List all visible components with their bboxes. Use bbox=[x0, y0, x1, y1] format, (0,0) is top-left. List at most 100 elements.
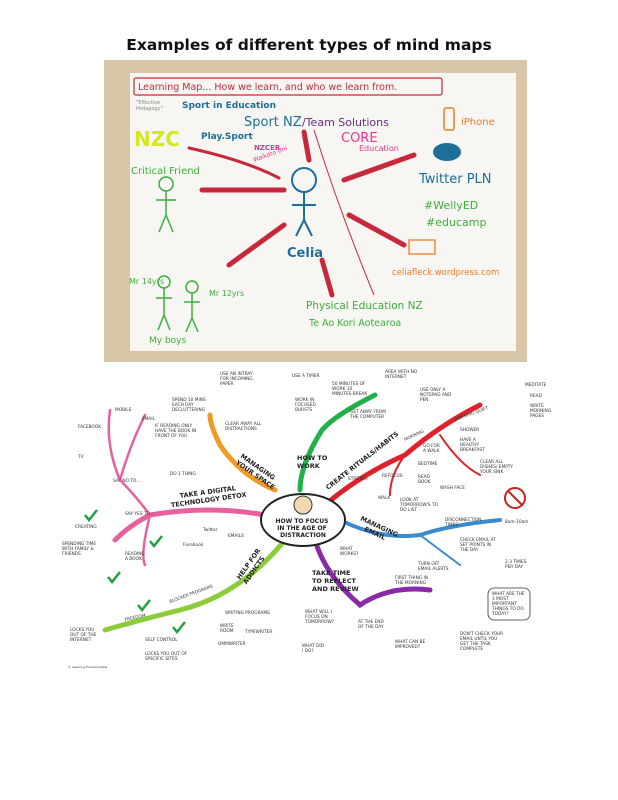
celia-figure-icon bbox=[291, 167, 317, 237]
friend-figure-icon bbox=[156, 176, 176, 233]
core-education: Education bbox=[359, 144, 399, 153]
svg-text:OMMWRITER: OMMWRITER bbox=[218, 641, 246, 647]
branches bbox=[102, 392, 502, 633]
svg-text:READ: READ bbox=[530, 393, 543, 399]
educamp: #educamp bbox=[426, 216, 486, 229]
svg-text:WASH FACE: WASH FACE bbox=[440, 485, 465, 491]
my-boys: My boys bbox=[149, 336, 186, 346]
twitter-pln: Twitter PLN bbox=[418, 172, 492, 187]
arrows bbox=[187, 129, 417, 298]
boys-figures-icon bbox=[156, 275, 200, 333]
svg-text:8am-10am: 8am-10am bbox=[505, 519, 528, 525]
mr-14: Mr 14yrs bbox=[129, 277, 164, 286]
map-heading: Learning Map... How we learn, and who we… bbox=[138, 82, 397, 93]
heading-box bbox=[133, 77, 443, 96]
svg-text:TV: TV bbox=[77, 454, 84, 460]
center-bubble bbox=[260, 493, 346, 547]
learning-map-photo: Learning Map... How we learn, and who we… bbox=[104, 60, 527, 362]
svg-text:WALK: WALK bbox=[378, 495, 390, 501]
nzcer: NZCER bbox=[254, 144, 281, 152]
svg-text:FREEDOM: FREEDOM bbox=[124, 613, 146, 623]
speech-bubble bbox=[487, 587, 531, 621]
no-computer-icon bbox=[504, 487, 526, 509]
svg-text:USE A TIMER: USE A TIMER bbox=[292, 373, 320, 379]
svg-text:EMAIL: EMAIL bbox=[142, 416, 156, 422]
svg-text:GO FORA WALK: GO FORA WALK bbox=[423, 443, 440, 454]
svg-text:SHOWER: SHOWER bbox=[460, 427, 479, 433]
core: CORE bbox=[341, 131, 378, 146]
svg-text:EMAILS: EMAILS bbox=[228, 533, 244, 539]
svg-text:MOBILE: MOBILE bbox=[115, 407, 132, 413]
svg-text:© Learning Fundamentals: © Learning Fundamentals bbox=[68, 665, 108, 669]
physical-education-nz: Physical Education NZ bbox=[306, 300, 423, 312]
svg-text:STRETCH: STRETCH bbox=[348, 476, 368, 482]
paper-sheet bbox=[130, 73, 516, 351]
welly-ed: #WellyED bbox=[424, 199, 478, 212]
center-node: Celia bbox=[287, 246, 323, 261]
stressed-person-icon bbox=[293, 495, 313, 515]
svg-text:SAY YES TO...: SAY YES TO... bbox=[125, 511, 154, 517]
checkmark-icons bbox=[84, 509, 186, 635]
svg-text:SAY NO TO...: SAY NO TO... bbox=[113, 478, 140, 484]
mr-12: Mr 12yrs bbox=[209, 289, 244, 298]
svg-text:TYPEWRITER: TYPEWRITER bbox=[244, 629, 272, 635]
center-text: HOW TO FOCUS IN THE AGE OF DISTRACTION bbox=[275, 518, 330, 539]
phone-icon bbox=[443, 107, 455, 131]
svg-text:FACEBOOK: FACEBOOK bbox=[78, 424, 101, 430]
svg-text:Facebook: Facebook bbox=[183, 542, 204, 548]
team-solutions: /Team Solutions bbox=[302, 116, 389, 129]
svg-text:SELF CONTROL: SELF CONTROL bbox=[145, 637, 178, 643]
svg-text:DO 1 THING: DO 1 THING bbox=[170, 471, 196, 477]
nzc: NZC bbox=[134, 127, 180, 151]
svg-text:BEDTIME: BEDTIME bbox=[418, 461, 438, 467]
critical-friend: Critical Friend bbox=[131, 166, 200, 177]
svg-text:CREATING: CREATING bbox=[75, 524, 97, 530]
svg-text:REFOCUS: REFOCUS bbox=[382, 473, 403, 479]
svg-text:Twitter: Twitter bbox=[202, 527, 218, 533]
page-title: Examples of different types of mind maps bbox=[126, 36, 492, 54]
svg-text:WRITING PROGRAMS: WRITING PROGRAMS bbox=[225, 610, 270, 616]
sport-nz: Sport NZ bbox=[244, 115, 302, 130]
sport-in-education: Sport in Education bbox=[182, 101, 276, 111]
focus-mind-map: HOW TO FOCUS IN THE AGE OF DISTRACTION T… bbox=[60, 365, 570, 675]
laptop-icon bbox=[408, 239, 436, 255]
iphone: iPhone bbox=[461, 117, 495, 128]
te-ao-kori-aotearoa: Te Ao Kori Aotearoa bbox=[308, 318, 401, 329]
blog-link: celiafleck.wordpress.com bbox=[392, 268, 499, 278]
svg-text:MEDITATE: MEDITATE bbox=[525, 382, 547, 388]
play-sport: Play.Sport bbox=[201, 132, 253, 142]
